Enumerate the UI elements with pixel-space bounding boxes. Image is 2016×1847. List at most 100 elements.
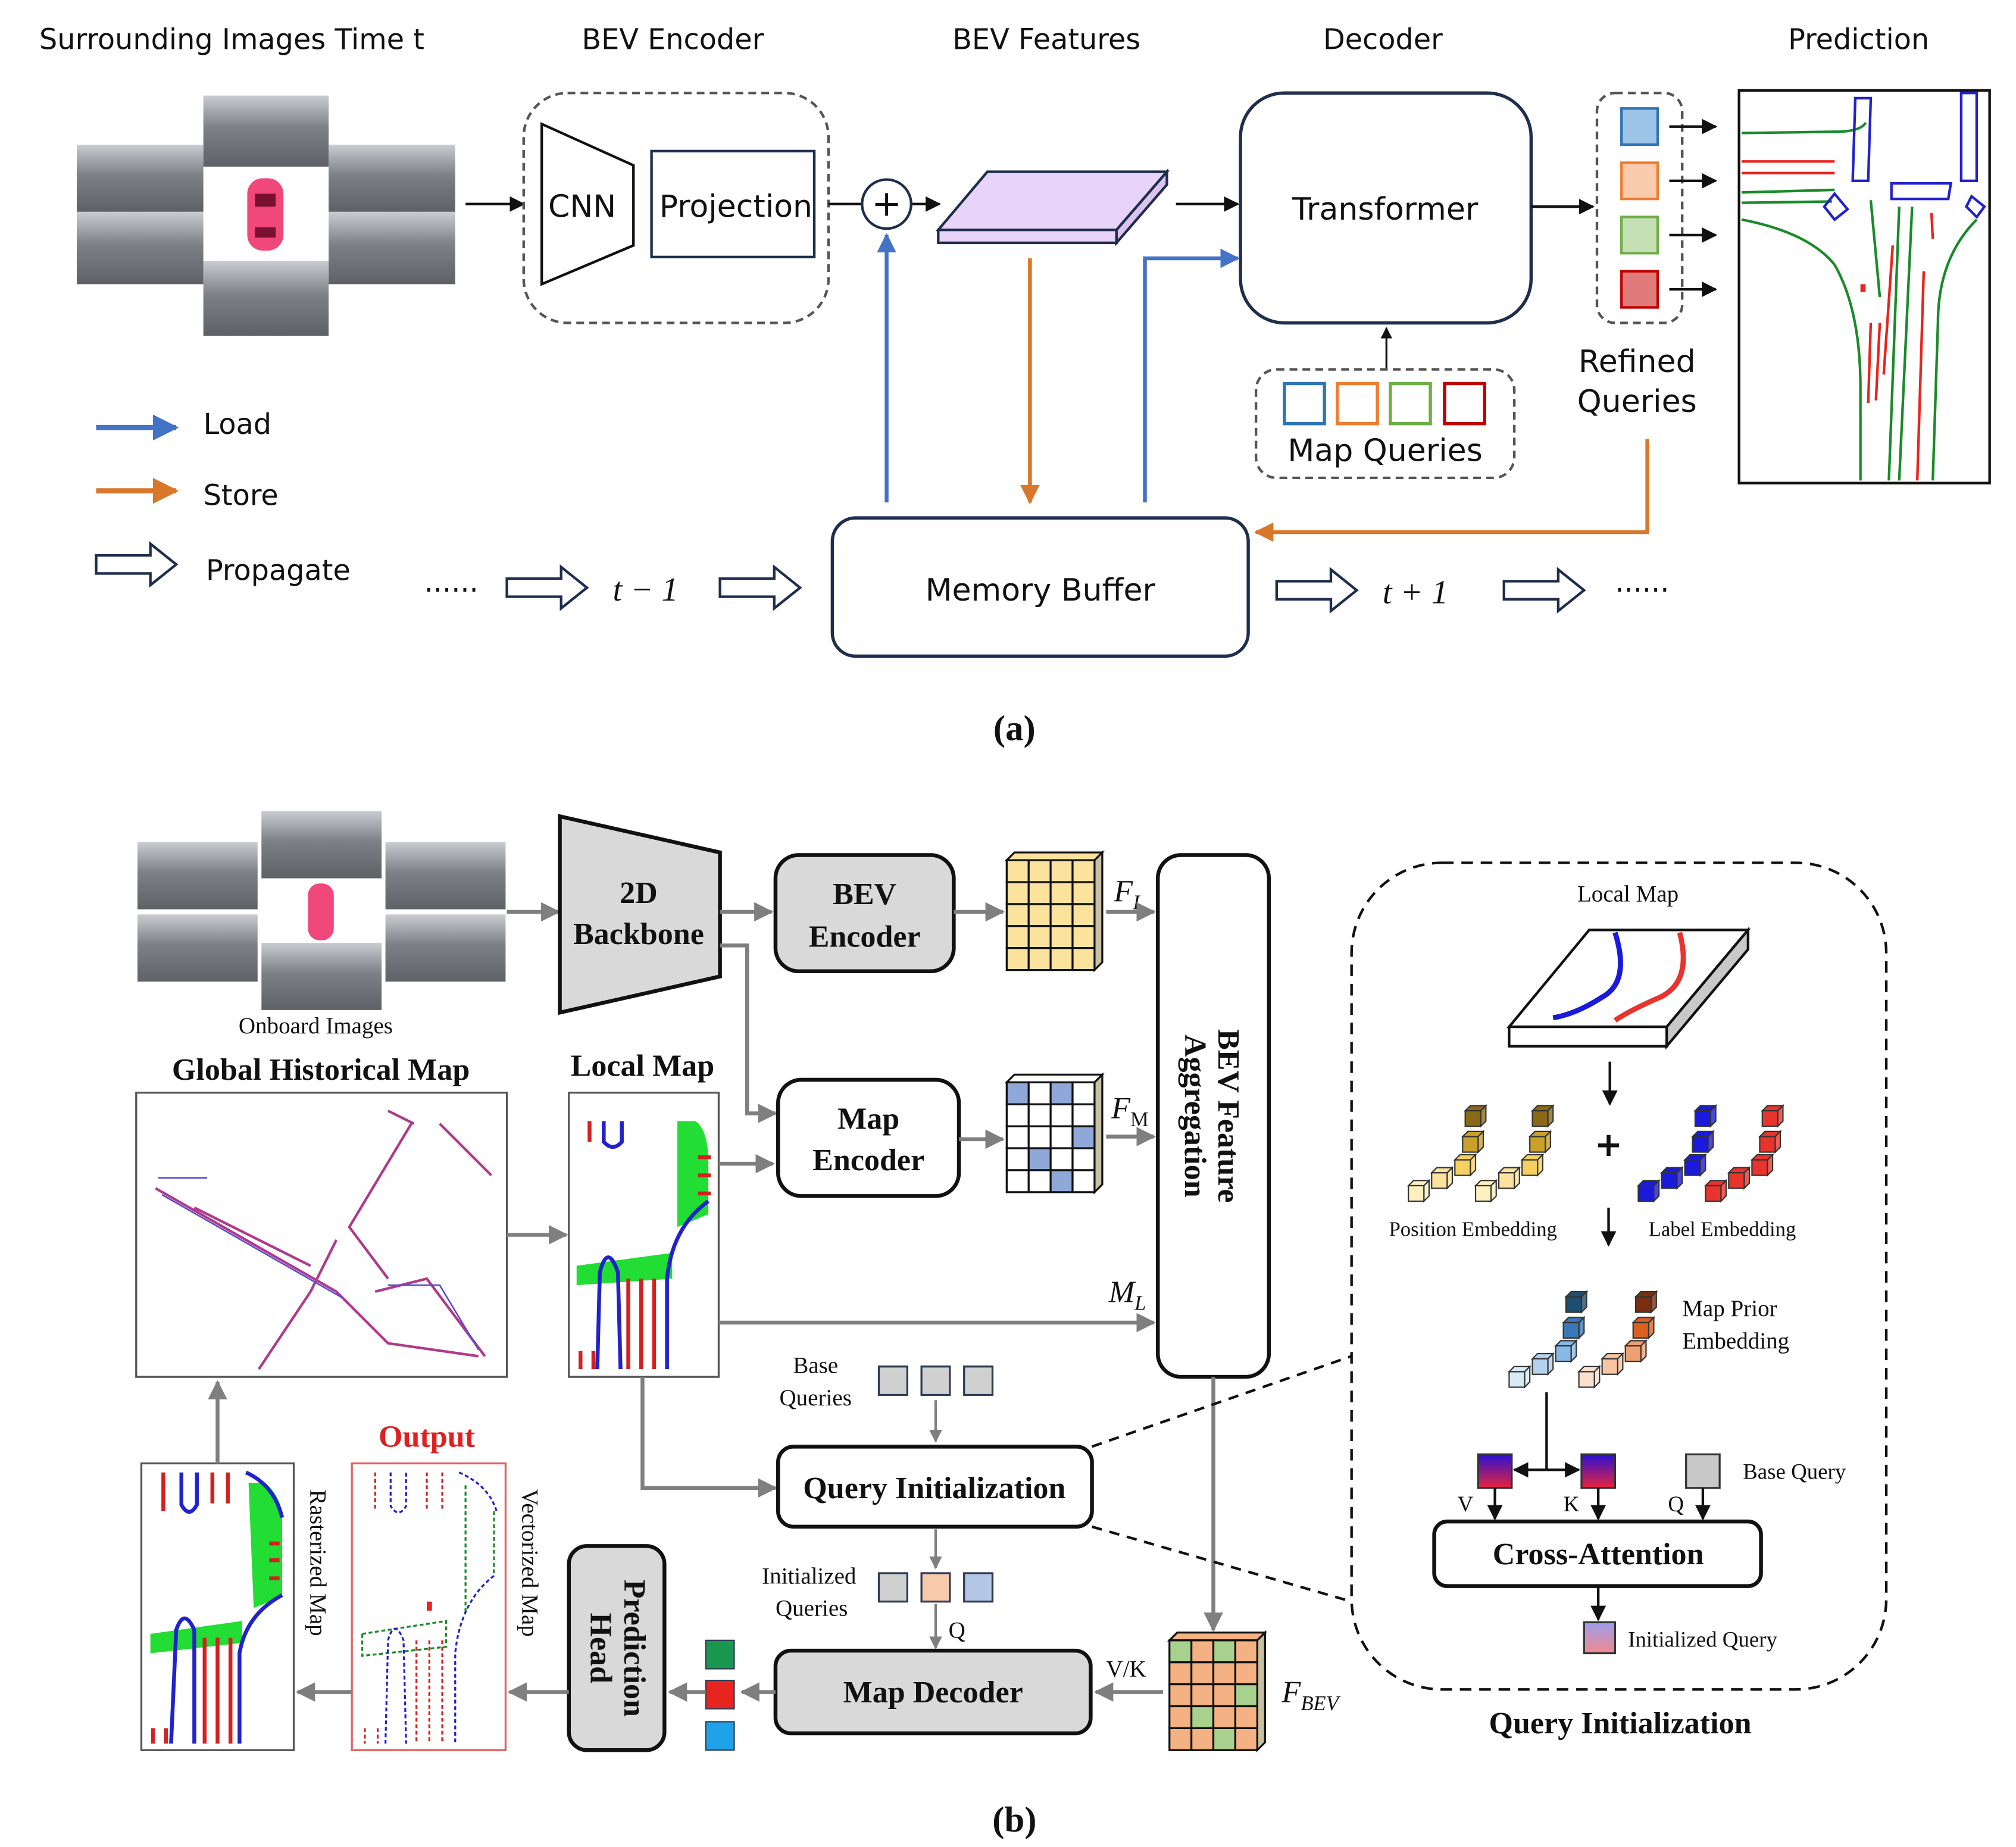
embedding-cube [1601, 1352, 1625, 1376]
feature-cell [1049, 859, 1074, 883]
load-arrow-to-transformer [1143, 248, 1240, 503]
refined-queries-group [1595, 92, 1684, 324]
feature-cell [1071, 1147, 1096, 1171]
embedding-cube [1430, 1165, 1454, 1190]
feature-cell [1049, 925, 1074, 949]
feature-cell [1234, 1639, 1258, 1664]
map-query-orange [1336, 382, 1379, 426]
query-initialization-block [776, 1445, 1094, 1529]
map-decoder-label: Map Decoder [843, 1676, 1023, 1710]
base-query-1 [877, 1365, 908, 1396]
prediction-map [1737, 89, 1991, 485]
propagate-arrow-2 [718, 564, 802, 611]
feature-cell [1005, 1103, 1030, 1127]
embedding-cube [1528, 1130, 1552, 1154]
feature-cell [1049, 903, 1074, 927]
feature-cell [1049, 881, 1074, 905]
propagate-arrow-4 [1502, 567, 1586, 614]
feature-cell [1027, 1147, 1052, 1171]
plus-symbol: + [871, 183, 902, 224]
feature-cell [1212, 1639, 1237, 1664]
embedding-cube [1690, 1130, 1715, 1154]
feature-cell [1190, 1705, 1215, 1729]
base-query-tensor [1685, 1453, 1721, 1489]
feature-cell [1071, 1125, 1096, 1149]
ml-label: ML [1108, 1275, 1146, 1314]
feature-cell [1027, 1103, 1052, 1127]
embedding-cube [1727, 1165, 1751, 1190]
feature-cell [1027, 1081, 1052, 1105]
feature-cell [1071, 903, 1096, 927]
backbone-block [558, 814, 722, 1015]
embedding-cube [1530, 1352, 1555, 1376]
vectorized-map-label: Vectorized Map [517, 1489, 543, 1636]
local-map-image [568, 1092, 720, 1378]
base-query-3 [963, 1365, 994, 1396]
feature-cell [1071, 1169, 1096, 1193]
map-encoder-label-2: Encoder [812, 1143, 924, 1177]
position-embedding-label: Position Embedding [1389, 1218, 1556, 1241]
projection-label: Projection [660, 189, 812, 225]
local-map-title: Local Map [571, 1049, 715, 1083]
panel-a: Surrounding Images Time t BEV Encoder BE… [39, 23, 1991, 748]
map-encoder-label-1: Map [837, 1102, 899, 1136]
feature-cell [1049, 1125, 1074, 1149]
timeline-t-plus-1: t + 1 [1383, 574, 1448, 611]
header-bev-features: BEV Features [952, 23, 1140, 56]
prediction-class-green [705, 1639, 735, 1670]
feature-cell [1071, 1103, 1096, 1127]
embedding-cube [1564, 1290, 1589, 1314]
global-historical-map [135, 1092, 508, 1378]
embedding-cube [1507, 1365, 1531, 1389]
initialized-queries-label-1: Initialized [762, 1563, 857, 1589]
embedding-plus: + [1595, 1126, 1623, 1164]
feature-cell [1168, 1727, 1193, 1751]
refined-query-orange [1620, 161, 1659, 201]
fbev-feature-grid [1167, 1630, 1268, 1753]
legend-store-label: Store [204, 479, 279, 512]
feature-cell [1168, 1705, 1193, 1729]
transformer-label: Transformer [1292, 192, 1479, 227]
feature-cell [1212, 1661, 1237, 1686]
feature-cell [1234, 1661, 1258, 1686]
feature-cell [1027, 903, 1052, 927]
embedding-cube [1624, 1339, 1648, 1363]
prediction-head-label-2: Head [584, 1613, 618, 1684]
query-initialization-label: Query Initialization [803, 1471, 1065, 1505]
embedding-cube [1561, 1315, 1586, 1340]
query-initialization-detail: Local Map + Position Embedding Label Emb… [1350, 861, 1888, 1691]
vectorized-map [351, 1462, 507, 1751]
value-tensor [1477, 1453, 1513, 1489]
camera-back-right-image [329, 211, 455, 285]
feature-cell [1027, 859, 1052, 883]
bev-encoder-label-1: BEV [833, 877, 896, 911]
map-query-green [1389, 382, 1432, 426]
feature-cell [1071, 859, 1096, 883]
initialized-query-tensor [1583, 1621, 1616, 1655]
feature-cell [1190, 1727, 1215, 1751]
map-queries-group [1254, 368, 1516, 480]
feature-cell [1071, 881, 1096, 905]
map-prior-label-1: Map Prior [1682, 1296, 1777, 1321]
feature-cell [1049, 1103, 1074, 1127]
embedding-cube [1474, 1179, 1498, 1203]
embedding-cube [1634, 1290, 1658, 1314]
feature-cell [1027, 1169, 1052, 1193]
feature-cell [1049, 1169, 1074, 1193]
embedding-cube [1636, 1179, 1661, 1203]
bev-feature-grid-fi [1004, 850, 1105, 973]
refined-query-blue [1620, 107, 1659, 146]
embedding-cube [1520, 1153, 1545, 1177]
legend: Load Store Propagate [95, 408, 351, 588]
feature-cell [1005, 903, 1030, 927]
fusion-add-icon [861, 178, 912, 230]
memory-buffer-label: Memory Buffer [926, 573, 1156, 608]
header-bev-encoder: BEV Encoder [582, 23, 764, 56]
cnn-block [540, 121, 635, 286]
feature-cell [1005, 859, 1030, 883]
label-embedding-label: Label Embedding [1649, 1218, 1796, 1241]
query-initialization-detail-title: Query Initialization [1489, 1707, 1752, 1740]
legend-load-label: Load [204, 408, 271, 441]
refined-query-red [1620, 270, 1659, 309]
ego-car-icon [247, 178, 284, 251]
